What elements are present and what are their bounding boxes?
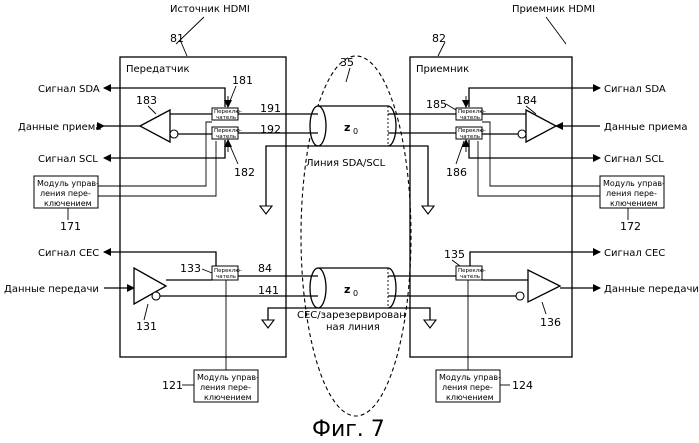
svg-text:Модуль управ-: Модуль управ- — [603, 179, 665, 188]
svg-text:133: 133 — [180, 262, 201, 275]
cec-reserved-line: z 0 — [310, 268, 396, 308]
right-scl-label: Сигнал SCL — [604, 154, 664, 165]
svg-text:171: 171 — [60, 220, 81, 233]
svg-text:184: 184 — [516, 94, 537, 107]
buffer-183 — [140, 110, 170, 142]
svg-text:ления пере-: ления пере- — [200, 383, 251, 392]
svg-text:Модуль управ-: Модуль управ- — [439, 373, 501, 382]
svg-text:0: 0 — [353, 289, 358, 298]
sink-ref: 82 — [432, 32, 446, 45]
svg-text:124: 124 — [512, 379, 533, 392]
left-tx-data-label: Данные передачи — [4, 284, 99, 295]
cable-ref: 35 — [340, 56, 354, 69]
figure-caption: Фиг. 7 — [312, 417, 385, 442]
right-sda-label: Сигнал SDA — [604, 84, 666, 95]
left-cec-label: Сигнал CEC — [38, 248, 99, 259]
cec-line-label-2: ная линия — [326, 322, 380, 333]
svg-text:чатель: чатель — [460, 115, 480, 121]
svg-text:131: 131 — [136, 320, 157, 333]
svg-text:121: 121 — [162, 379, 183, 392]
svg-text:z: z — [344, 121, 350, 134]
svg-text:172: 172 — [620, 220, 641, 233]
svg-text:192: 192 — [260, 123, 281, 136]
svg-text:141: 141 — [258, 284, 279, 297]
sda-scl-line: z 0 — [310, 106, 396, 146]
svg-text:ления пере-: ления пере- — [40, 189, 91, 198]
svg-text:чатель: чатель — [216, 274, 236, 280]
svg-text:Модуль управ-: Модуль управ- — [197, 373, 259, 382]
right-tx-data-label: Данные передачи — [604, 284, 699, 295]
svg-text:0: 0 — [353, 127, 358, 136]
svg-text:182: 182 — [234, 166, 255, 179]
svg-text:ключением: ключением — [610, 199, 658, 208]
svg-text:181: 181 — [232, 74, 253, 87]
buffer-131 — [134, 268, 166, 304]
svg-text:135: 135 — [444, 248, 465, 261]
svg-text:ключением: ключением — [44, 199, 92, 208]
receiver-label: Приемник — [416, 64, 469, 75]
right-rx-data-label: Данные приема — [604, 122, 687, 133]
left-scl-label: Сигнал SCL — [38, 154, 98, 165]
svg-text:Модуль управ-: Модуль управ- — [37, 179, 99, 188]
sda-scl-line-label: Линия SDA/SCL — [306, 158, 386, 169]
svg-text:z: z — [344, 283, 350, 296]
svg-text:чатель: чатель — [460, 134, 480, 140]
svg-text:ления пере-: ления пере- — [606, 189, 657, 198]
transmitter-label: Передатчик — [126, 64, 190, 75]
left-sda-label: Сигнал SDA — [38, 84, 100, 95]
svg-text:чатель: чатель — [216, 115, 236, 121]
svg-text:ления пере-: ления пере- — [442, 383, 493, 392]
svg-text:чатель: чатель — [460, 274, 480, 280]
svg-text:ключением: ключением — [446, 393, 494, 402]
svg-text:183: 183 — [136, 94, 157, 107]
right-cec-label: Сигнал CEC — [604, 248, 665, 259]
svg-text:ключением: ключением — [204, 393, 252, 402]
left-rx-data-label: Данные приема — [18, 122, 101, 133]
svg-text:чатель: чатель — [216, 134, 236, 140]
svg-text:84: 84 — [258, 262, 272, 275]
svg-text:136: 136 — [540, 316, 561, 329]
sink-title: Приемник HDMI — [512, 4, 595, 15]
buffer-136 — [528, 270, 560, 302]
svg-text:191: 191 — [260, 102, 281, 115]
svg-text:186: 186 — [446, 166, 467, 179]
buffer-184 — [526, 110, 556, 142]
source-title: Источник HDMI — [170, 4, 250, 15]
svg-text:185: 185 — [426, 98, 447, 111]
cec-line-label-1: CEC/зарезервирован — [297, 310, 406, 321]
